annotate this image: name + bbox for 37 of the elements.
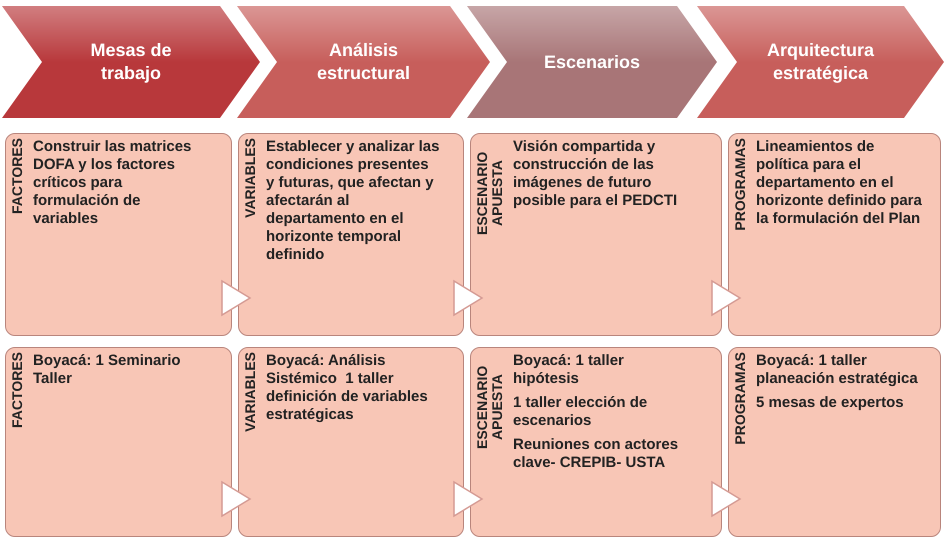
content-card bbox=[5, 347, 232, 537]
card-text: Construir las matrices DOFA y los factores críticos para formulación de variables bbox=[33, 138, 192, 228]
card-text: Lineamientos de política para el departamento en el horizonte definido para la formulación del Plan bbox=[756, 138, 923, 228]
card-text: Boyacá: 1 Seminario Taller bbox=[33, 352, 182, 388]
arrow bbox=[221, 280, 251, 316]
vertical-category-label: FACTORES bbox=[10, 138, 25, 214]
content-card bbox=[470, 347, 722, 537]
vertical-category-label: FACTORES bbox=[10, 352, 25, 428]
content-card bbox=[238, 347, 464, 537]
stage-title: Escenarios bbox=[544, 50, 640, 74]
card-text: Establecer y analizar las condiciones presentes y futuras, que afectan y afectarán al departamento en el horizonte temporal definido bbox=[266, 138, 440, 264]
card-text: Visión compartida y construcción de las imágenes de futuro posible para el PEDCTI bbox=[513, 138, 678, 210]
card-text: Boyacá: 1 taller hipótesis bbox=[513, 352, 625, 388]
vertical-category-label: PROGRAMAS bbox=[733, 138, 748, 231]
content-card bbox=[238, 133, 464, 336]
vertical-category-label: ESCENARIO APUESTA bbox=[475, 364, 505, 451]
vertical-category-label: VARIABLES bbox=[243, 352, 258, 432]
card-text: Reuniones con actores clave- CREPIB- USTA bbox=[513, 436, 680, 472]
card-text: Boyacá: 1 taller planeación estratégica bbox=[756, 352, 919, 388]
vertical-category-label: ESCENARIO APUESTA bbox=[475, 150, 505, 237]
arrow bbox=[221, 481, 251, 517]
stage-title: Arquitectura estratégica bbox=[766, 39, 876, 85]
vertical-category-label: VARIABLES bbox=[243, 138, 258, 218]
card-text: Boyacá: Análisis Sistémico 1 taller definición de variables estratégicas bbox=[266, 352, 429, 424]
arrow bbox=[711, 481, 741, 517]
arrow bbox=[453, 280, 483, 316]
card-text: 1 taller elección de escenarios bbox=[513, 394, 648, 430]
content-card bbox=[5, 133, 232, 336]
content-card bbox=[728, 133, 941, 336]
content-card bbox=[470, 133, 722, 336]
card-text: 5 mesas de expertos bbox=[756, 394, 905, 412]
vertical-category-label: PROGRAMAS bbox=[733, 352, 748, 445]
content-card bbox=[728, 347, 941, 537]
stage-title: Mesas de trabajo bbox=[89, 39, 173, 85]
arrow bbox=[453, 481, 483, 517]
stage-title: Análisis estructural bbox=[316, 39, 412, 85]
arrow bbox=[711, 280, 741, 316]
